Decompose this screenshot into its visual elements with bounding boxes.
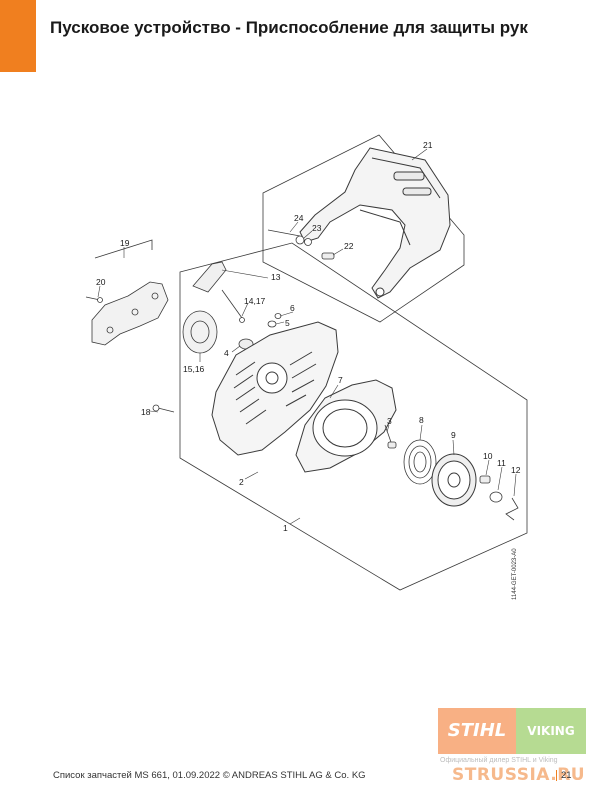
callout-15-16: 15,16: [183, 364, 205, 374]
site-watermark: STRUSSIA.RU: [452, 765, 586, 785]
page-title: Пусковое устройство - Приспособление для…: [50, 18, 528, 37]
pawl-parts: [479, 475, 519, 521]
rewind-spring-part: [403, 439, 437, 485]
callout-2: 2: [239, 477, 244, 487]
screw-18-part: [152, 404, 175, 413]
fan-housing-part: [211, 321, 339, 456]
callout-14-17: 14,17: [244, 296, 266, 306]
starter-handle-part: [192, 261, 245, 323]
callout-13: 13: [271, 272, 281, 282]
rope-rotor-part: [431, 453, 477, 507]
callout-1: 1: [283, 523, 288, 533]
callout-6: 6: [290, 303, 295, 313]
callout-11: 11: [497, 458, 506, 468]
starter-cover-part: [295, 379, 397, 473]
plate-frame-lines: [94, 239, 153, 259]
callout-4: 4: [224, 348, 229, 358]
hand-guard-part: [299, 147, 451, 299]
callout-19: 19: [120, 238, 130, 248]
assembly-frame: [179, 242, 528, 591]
drawing-code: 1144-GET-0023-A0: [512, 548, 518, 600]
callout-3: 3: [387, 416, 392, 426]
dealer-caption: Официальный дилер STIHL и Viking: [440, 757, 558, 764]
callout-9: 9: [451, 430, 456, 440]
callout-24: 24: [294, 213, 304, 223]
callout-12: 12: [511, 465, 521, 475]
page-number: 21: [556, 770, 572, 781]
callout-10: 10: [483, 451, 493, 461]
callout-22: 22: [344, 241, 354, 251]
cover-plate-part: [85, 281, 169, 346]
callout-21: 21: [423, 140, 433, 150]
callout-18: 18: [141, 407, 151, 417]
watermark-logo: STIHL VIKING: [438, 708, 586, 754]
callout-5: 5: [285, 318, 290, 328]
callout-8: 8: [419, 415, 424, 425]
callout-23: 23: [312, 223, 322, 233]
handguard-frame: [262, 134, 465, 323]
header-accent-bar: [0, 0, 36, 72]
cover-disc-part: [182, 310, 218, 354]
footer-text: Список запчастей MS 661, 01.09.2022 © AN…: [53, 770, 366, 781]
stihl-logo: STIHL: [438, 708, 516, 754]
viking-logo: VIKING: [516, 708, 586, 754]
callout-labels: 21 24 23 22 19 20 13 14,17 6 5 4 15,16 7…: [96, 140, 521, 533]
spring-pin-part: [384, 424, 397, 449]
callout-7: 7: [338, 375, 343, 385]
leader-lines: [97, 148, 517, 525]
pivot-pins: [267, 229, 335, 260]
callout-20: 20: [96, 277, 106, 287]
page-header: Пусковое устройство - Приспособление для…: [0, 0, 600, 72]
